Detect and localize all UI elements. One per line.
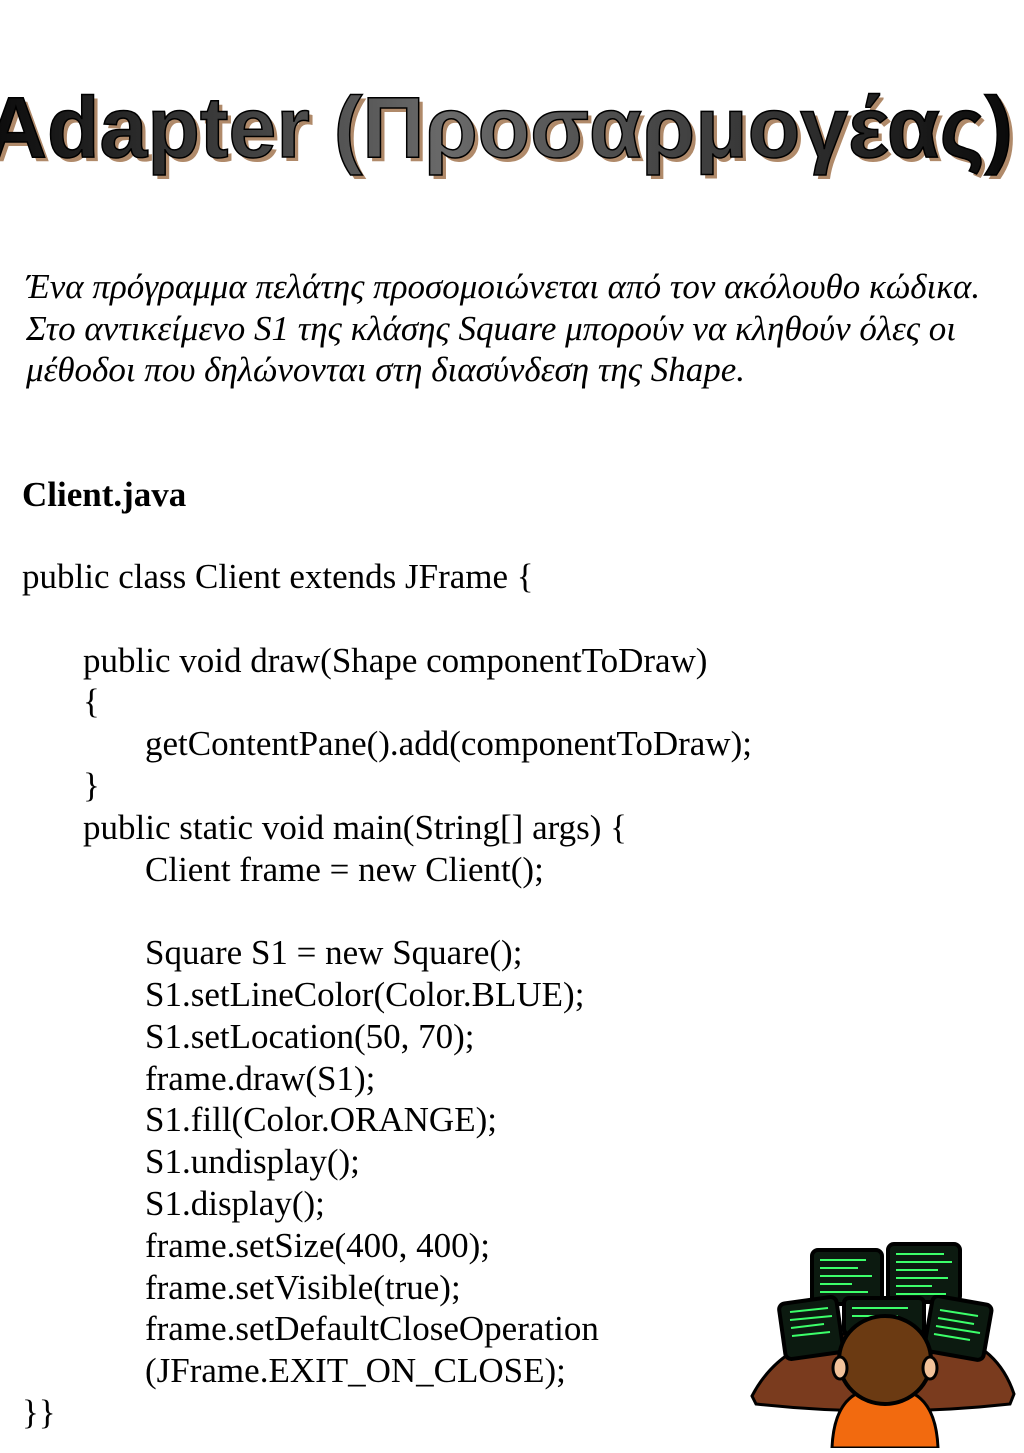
- page-title-shadow: Adapter (Προσαρμογέας): [0, 84, 1017, 180]
- ear-shape: [921, 1355, 939, 1381]
- code-line: S1.display();: [145, 1183, 325, 1223]
- page-title-graphic: Adapter (Προσαρμογέας) Adapter (Προσαρμο…: [0, 79, 1017, 180]
- programmer-at-computers-icon: [748, 1236, 1018, 1450]
- screen-code-lines: [789, 1253, 981, 1341]
- code-line-blank: [22, 598, 782, 640]
- code-line: getContentPane().add(componentToDraw);: [145, 724, 752, 764]
- code-line: public class Client extends JFrame {: [22, 557, 534, 596]
- code-line: Client frame = new Client();: [145, 849, 544, 889]
- code-line: S1.fill(Color.ORANGE);: [145, 1100, 497, 1140]
- code-line: {: [83, 682, 100, 722]
- code-line: S1.undisplay();: [145, 1142, 360, 1182]
- code-line: frame.setVisible(true);: [145, 1267, 461, 1307]
- ear-shape: [831, 1355, 849, 1381]
- head-shape: [837, 1314, 933, 1406]
- monitor-shape: [922, 1294, 994, 1362]
- programmer-illustration: [750, 1242, 1016, 1450]
- code-line: public void draw(Shape componentToDraw): [83, 640, 708, 680]
- code-line: Square S1 = new Square();: [145, 933, 523, 973]
- code-line: frame.setDefaultCloseOperation: [145, 1309, 599, 1349]
- code-line: S1.setLocation(50, 70);: [145, 1016, 475, 1056]
- code-line-blank: [22, 890, 782, 932]
- code-line: frame.draw(S1);: [145, 1058, 376, 1098]
- page-title: Adapter (Προσαρμογέας): [0, 80, 1013, 176]
- intro-paragraph: Ένα πρόγραμμα πελάτης προσομοιώνεται από…: [26, 267, 981, 389]
- code-block: public class Client extends JFrame { pub…: [22, 556, 782, 1434]
- section-heading: Client.java: [22, 475, 187, 514]
- code-line: public static void main(String[] args) {: [83, 807, 627, 847]
- code-line: }: [83, 765, 100, 805]
- page-title-banner: Adapter (Προσαρμογέας) Adapter (Προσαρμο…: [0, 72, 1024, 192]
- code-line: frame.setSize(400, 400);: [145, 1225, 491, 1265]
- monitor-shape: [777, 1295, 845, 1361]
- code-line: (JFrame.EXIT_ON_CLOSE);: [145, 1351, 566, 1391]
- code-line: }}: [22, 1392, 56, 1432]
- code-line: S1.setLineColor(Color.BLUE);: [145, 974, 585, 1014]
